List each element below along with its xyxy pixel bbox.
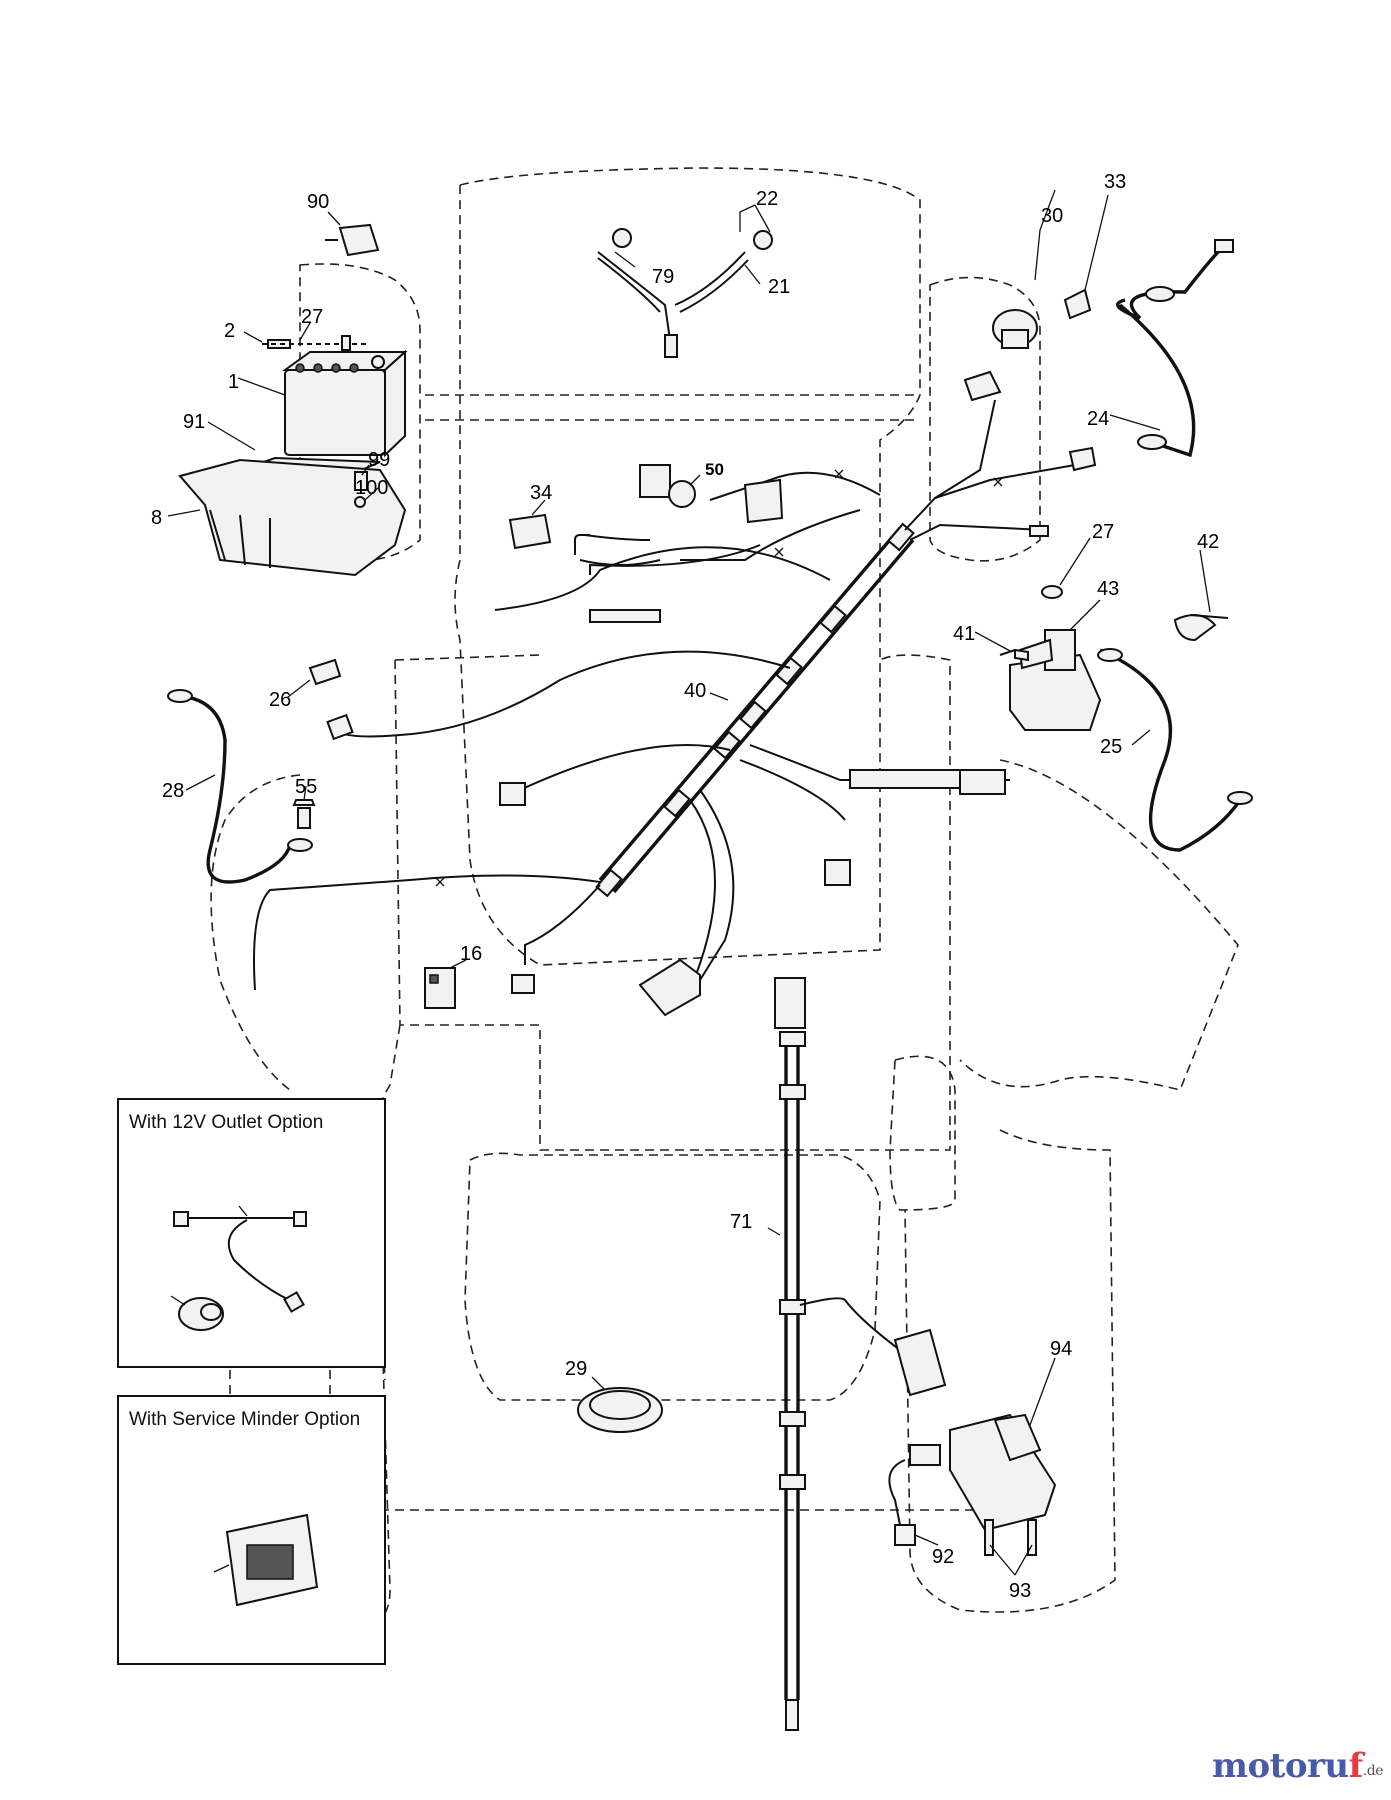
callout-21: 21 [768, 276, 790, 298]
motoruf-watermark: motoruf.de [1211, 1746, 1384, 1786]
screw-55 [292, 799, 316, 829]
callout-26: 26 [269, 689, 291, 711]
inset-12v-outlet: With 12V Outlet Option [117, 1098, 386, 1368]
grommet-29 [577, 1387, 663, 1433]
cable-28 [167, 689, 313, 884]
callout-100: 100 [355, 477, 388, 499]
watermark-text: motoru [1211, 1746, 1349, 1786]
callout-29: 29 [565, 1358, 587, 1380]
watermark-accent: f [1348, 1746, 1364, 1786]
module-94 [888, 1413, 1057, 1556]
callout-34: 34 [530, 482, 552, 504]
callout-30: 30 [1041, 205, 1063, 227]
service-minder-drawing [213, 1513, 319, 1607]
callout-1: 1 [228, 371, 239, 393]
harness-71 [774, 977, 947, 1731]
cable-25 [1097, 648, 1253, 852]
watermark-suffix: .de [1362, 1763, 1384, 1779]
callout-33: 33 [1104, 171, 1126, 193]
wire-break-marks [435, 469, 1003, 887]
callout-27b: 27 [1092, 521, 1114, 543]
callout-2: 2 [224, 320, 235, 342]
relay-33 [1063, 288, 1092, 320]
inset-service-minder: With Service Minder Option [117, 1395, 386, 1665]
switch-50 [639, 464, 696, 508]
outlet-harness-drawing [170, 1205, 307, 1331]
callout-27a: 27 [301, 306, 323, 328]
callout-41: 41 [953, 623, 975, 645]
inset-12v-outlet-title: With 12V Outlet Option [129, 1112, 324, 1133]
leader-lines [167, 189, 1211, 1576]
fuse-26 [308, 658, 342, 686]
callout-71: 71 [730, 1211, 752, 1233]
connector-90 [325, 223, 380, 257]
callout-50: 50 [705, 460, 724, 479]
callout-90: 90 [307, 191, 329, 213]
switch-34 [508, 513, 661, 566]
callout-92: 92 [932, 1546, 954, 1568]
callout-91: 91 [183, 411, 205, 433]
module-tag [743, 478, 784, 524]
callout-22: 22 [756, 188, 778, 210]
battery-assembly [178, 335, 408, 577]
inset-service-minder-title: With Service Minder Option [129, 1409, 361, 1430]
callout-28: 28 [162, 780, 184, 802]
callout-24: 24 [1087, 408, 1109, 430]
harness-connectors [326, 370, 1097, 1017]
callout-40: 40 [684, 680, 706, 702]
callout-79: 79 [652, 266, 674, 288]
callout-42: 42 [1197, 531, 1219, 553]
callout-25: 25 [1100, 736, 1122, 758]
callout-93: 93 [1009, 1580, 1031, 1602]
callout-55: 55 [295, 776, 317, 798]
callout-43: 43 [1097, 578, 1119, 600]
relay-16 [424, 967, 456, 1009]
callout-94: 94 [1050, 1338, 1072, 1360]
main-harness [253, 399, 1076, 991]
solenoid-assembly [999, 585, 1229, 731]
cable-24 [1116, 239, 1234, 458]
ignition-switch [992, 309, 1038, 349]
callout-16: 16 [460, 943, 482, 965]
headlight-harness [597, 228, 773, 358]
callout-99: 99 [368, 449, 390, 471]
callout-8: 8 [151, 507, 162, 529]
